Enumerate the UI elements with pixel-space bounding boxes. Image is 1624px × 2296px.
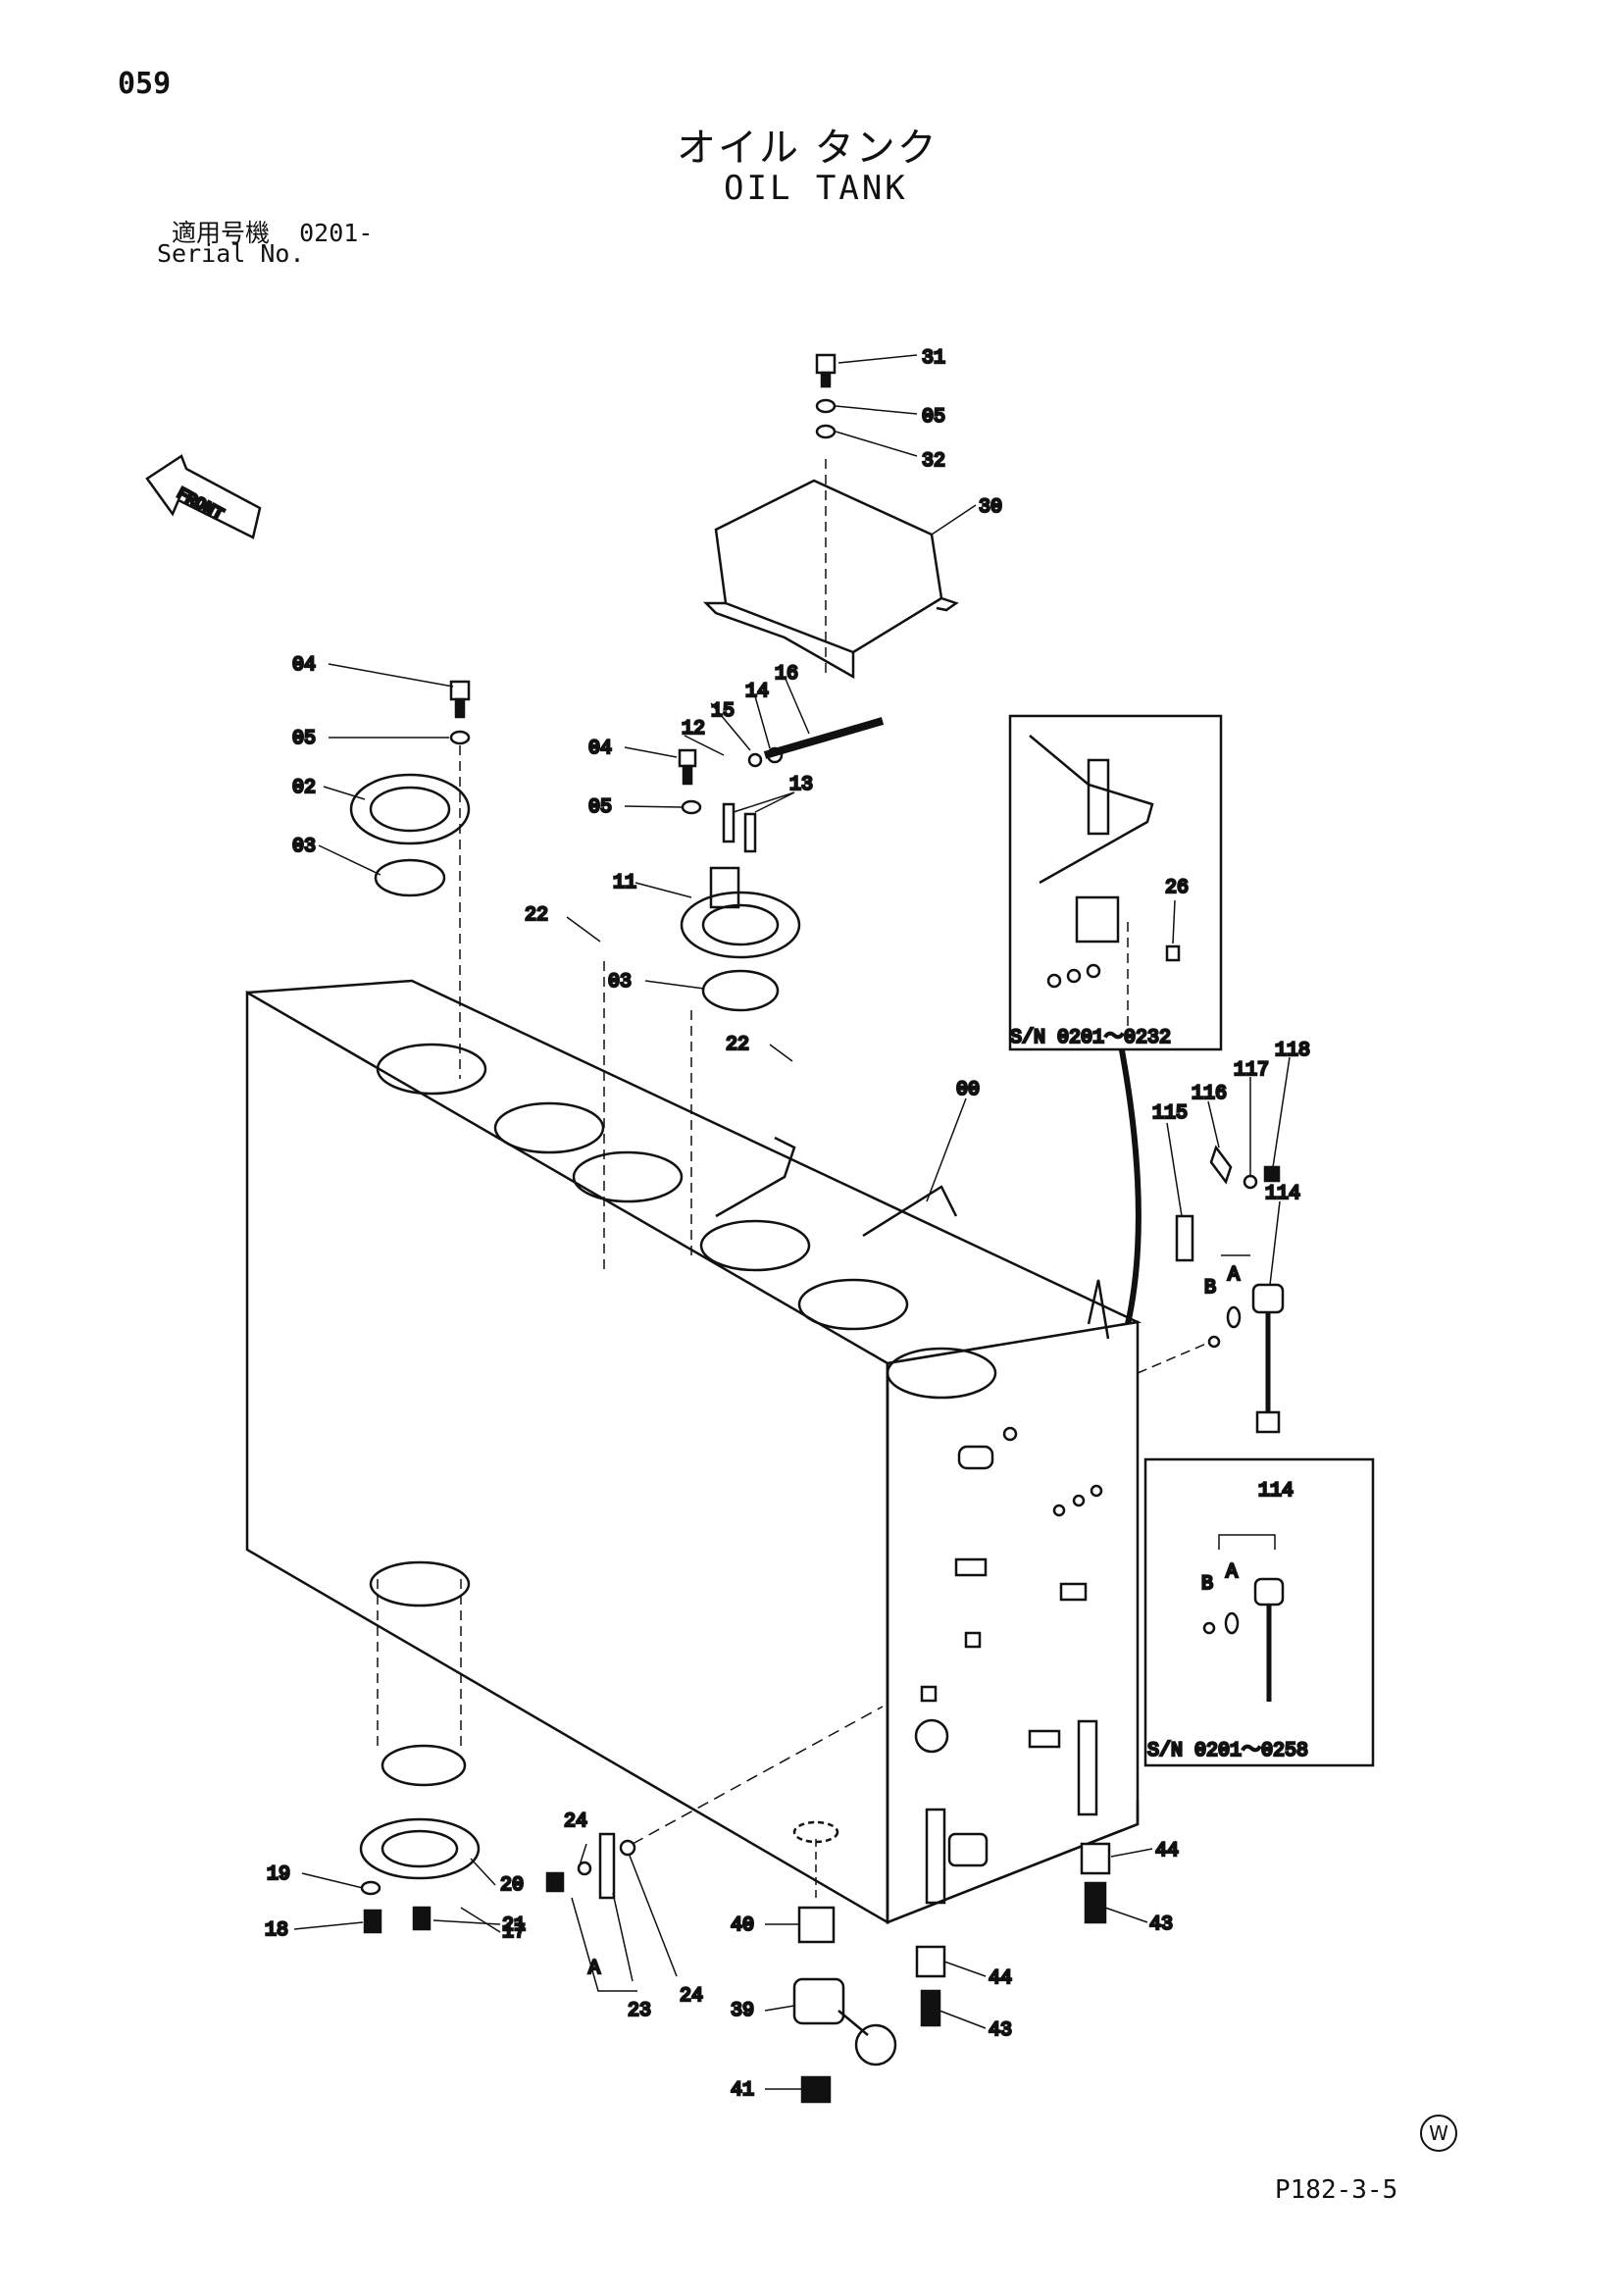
drain-valve bbox=[792, 1820, 897, 2104]
label-115: 115 bbox=[1152, 1102, 1188, 1125]
inset-2-b: B bbox=[1201, 1573, 1213, 1596]
page-number: 059 bbox=[118, 67, 172, 101]
label-44-right: 44 bbox=[1155, 1840, 1179, 1862]
w-mark-icon: W bbox=[1420, 2115, 1457, 2152]
inset-2-a: A bbox=[1226, 1561, 1238, 1584]
label-03-center: 03 bbox=[608, 971, 632, 994]
label-21: 21 bbox=[502, 1914, 526, 1937]
label-02: 02 bbox=[292, 777, 316, 799]
inset-box-1: S/N 0201～0232 26 bbox=[1008, 714, 1223, 1051]
label-05-center: 05 bbox=[588, 796, 612, 819]
label-24-bottom: 24 bbox=[680, 1985, 703, 2008]
label-17: 17 bbox=[502, 1921, 526, 1944]
label-04-left: 04 bbox=[292, 654, 316, 677]
label-04-center: 04 bbox=[588, 738, 612, 760]
label-18: 18 bbox=[265, 1919, 288, 1942]
label-12: 12 bbox=[682, 718, 705, 740]
label-05-left: 05 bbox=[292, 728, 316, 750]
label-30: 30 bbox=[979, 496, 1002, 519]
document-code: P182-3-5 bbox=[1275, 2175, 1398, 2205]
label-00: 00 bbox=[956, 1079, 980, 1101]
serial-label-en: Serial No. bbox=[157, 239, 305, 268]
label-118: 118 bbox=[1275, 1040, 1310, 1062]
label-A-lever: A bbox=[588, 1958, 600, 1980]
label-B: B bbox=[1204, 1277, 1216, 1300]
part-labels: 31 05 32 30 04 05 02 03 16 14 15 12 04 1… bbox=[264, 346, 1312, 2104]
title-japanese: オイル タンク bbox=[677, 126, 939, 171]
front-arrow-icon: FRONT bbox=[145, 454, 262, 539]
inset-1-part: 26 bbox=[1165, 877, 1189, 899]
label-43-bottom: 43 bbox=[989, 2019, 1012, 2042]
label-40: 40 bbox=[731, 1914, 754, 1937]
tank-cover bbox=[702, 459, 959, 680]
inset-box-2: 114 B A S/N 0201～0258 bbox=[1143, 1457, 1375, 1767]
label-22-left: 22 bbox=[525, 904, 548, 927]
inset-2-part: 114 bbox=[1258, 1480, 1294, 1503]
label-05-top: 05 bbox=[922, 406, 945, 429]
label-22-center: 22 bbox=[726, 1034, 749, 1056]
lever-23 bbox=[545, 1706, 884, 1900]
flange-11 bbox=[678, 717, 885, 1012]
serial-label-jp-text: 適用号機 bbox=[172, 219, 271, 247]
level-sensor bbox=[1175, 1145, 1285, 1434]
label-20: 20 bbox=[500, 1874, 524, 1897]
leader-lines bbox=[293, 354, 1291, 2090]
label-24-top: 24 bbox=[564, 1811, 587, 1833]
label-03-left: 03 bbox=[292, 836, 316, 858]
label-32: 32 bbox=[922, 450, 945, 473]
inset-1-serial: S/N 0201～0232 bbox=[1010, 1027, 1171, 1049]
label-14: 14 bbox=[745, 681, 769, 703]
flange-02 bbox=[349, 680, 471, 1079]
label-11: 11 bbox=[613, 872, 636, 894]
label-15: 15 bbox=[711, 700, 735, 723]
label-A: A bbox=[1228, 1264, 1240, 1287]
label-13: 13 bbox=[789, 774, 813, 796]
label-116: 116 bbox=[1192, 1083, 1227, 1105]
serial-value: 0201- bbox=[299, 219, 374, 247]
bolt-31 bbox=[815, 353, 837, 439]
label-41: 41 bbox=[731, 2079, 754, 2102]
label-117: 117 bbox=[1234, 1059, 1269, 1082]
label-23: 23 bbox=[628, 2000, 651, 2022]
label-114: 114 bbox=[1265, 1183, 1300, 1205]
title-english: OIL TANK bbox=[724, 169, 908, 208]
label-43-right: 43 bbox=[1149, 1913, 1173, 1936]
flange-17 bbox=[359, 1560, 481, 1934]
inset-2-serial: S/N 0201～0258 bbox=[1147, 1740, 1308, 1762]
label-44-bottom: 44 bbox=[989, 1967, 1012, 1990]
label-19: 19 bbox=[267, 1863, 290, 1886]
label-39: 39 bbox=[731, 2000, 754, 2022]
oil-tank-body bbox=[245, 979, 1142, 1925]
label-16: 16 bbox=[775, 663, 798, 686]
label-31: 31 bbox=[922, 347, 945, 370]
serial-label-jp: 適用号機 0201- bbox=[172, 214, 373, 249]
